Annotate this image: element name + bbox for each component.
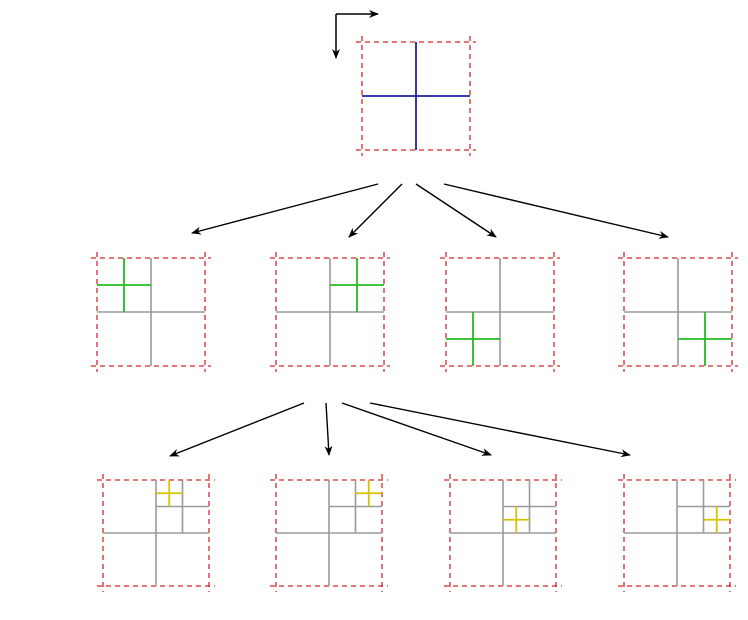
level1-node (440, 252, 560, 372)
tree-arrow (341, 402, 492, 456)
tree-arrow (348, 183, 403, 238)
tree-arrow (169, 402, 305, 457)
tree-arrow (443, 183, 669, 239)
tree-arrow (415, 183, 497, 238)
level2-node (270, 474, 388, 592)
level1-node (618, 252, 738, 372)
level2-node (618, 474, 736, 592)
tree-arrow (324, 402, 333, 456)
arrows (169, 183, 669, 458)
root-node (356, 36, 476, 156)
level1-node (91, 252, 211, 372)
level1-node (270, 252, 390, 372)
axis-indicator (332, 10, 379, 59)
level2-node (97, 474, 215, 592)
tree-arrow (369, 402, 631, 458)
tree-arrow (191, 183, 379, 235)
level2-node (444, 474, 562, 592)
